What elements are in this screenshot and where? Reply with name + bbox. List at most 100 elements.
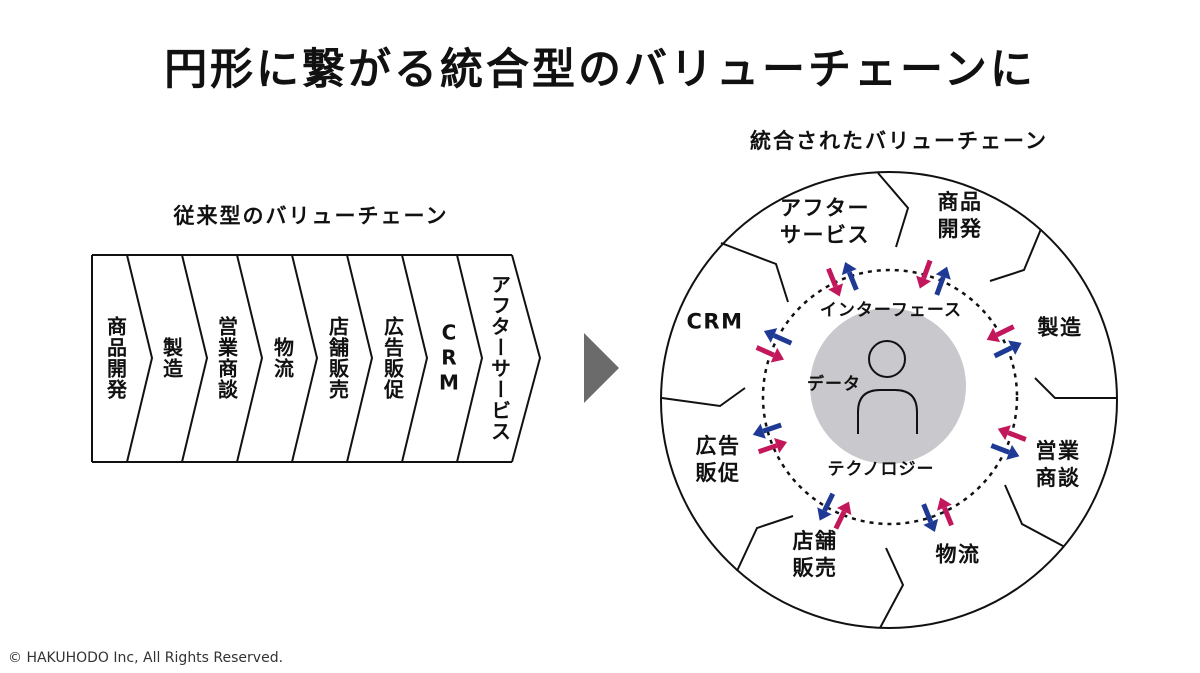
inward-arrow-icon-shaft bbox=[995, 324, 1015, 338]
stage-store-sales: 店舗販売 bbox=[325, 316, 350, 400]
segment-line: 店舗 bbox=[792, 529, 838, 553]
inward-arrow-icon-shaft bbox=[921, 259, 933, 280]
segment-line: 製造 bbox=[1037, 315, 1083, 340]
stage-after-service: アフターサービス bbox=[487, 274, 512, 442]
chevron-divider bbox=[236, 254, 264, 463]
stage-crm: CRM bbox=[437, 320, 461, 396]
segment-after-service: アフター サービス bbox=[780, 195, 870, 249]
inward-arrow-icon bbox=[826, 267, 843, 297]
outward-arrow-icon-head bbox=[1006, 444, 1020, 460]
stage-manufacturing: 製造 bbox=[159, 337, 184, 379]
outward-arrow-icon-shaft bbox=[822, 492, 836, 512]
chevron-end bbox=[511, 254, 542, 463]
inward-arrow-icon bbox=[937, 497, 954, 527]
outward-arrow-icon-shaft bbox=[846, 271, 859, 291]
data-center-circle bbox=[810, 308, 966, 464]
interface-dashed-circle bbox=[761, 268, 1019, 526]
chevron-divider bbox=[456, 254, 484, 463]
inward-arrow-icon bbox=[757, 437, 788, 455]
segment-line: 販促 bbox=[695, 461, 741, 485]
outward-arrow-icon-head bbox=[817, 507, 832, 521]
chevron-divider bbox=[346, 254, 374, 463]
ring-divider bbox=[989, 228, 1042, 282]
segment-line: CRM bbox=[686, 309, 744, 334]
inward-arrow-icon bbox=[986, 324, 1015, 343]
segment-store-sales: 店舗 販売 bbox=[793, 528, 838, 582]
ring-divider bbox=[661, 387, 746, 408]
stage-advertising: 広告販促 bbox=[380, 316, 405, 400]
inward-arrow-icon-shaft bbox=[1007, 430, 1027, 442]
inward-arrow-icon-head bbox=[937, 497, 952, 511]
outward-arrow-icon-head bbox=[923, 518, 939, 533]
inward-arrow-icon-head bbox=[770, 347, 785, 363]
outward-arrow-icon bbox=[817, 492, 836, 521]
inward-arrow-icon-head bbox=[836, 501, 852, 516]
outward-arrow-icon-shaft bbox=[762, 422, 782, 434]
ring-divider bbox=[879, 547, 905, 629]
outward-arrow-icon-shaft bbox=[993, 345, 1013, 359]
inward-arrow-icon-head bbox=[997, 425, 1011, 441]
inward-arrow-icon-head bbox=[774, 437, 788, 454]
segment-logistics: 物流 bbox=[936, 542, 981, 569]
stage-product-development: 商品開発 bbox=[103, 316, 128, 400]
outward-arrow-icon bbox=[934, 266, 951, 296]
stage-logistics: 物流 bbox=[270, 337, 295, 379]
outward-arrow-icon-head bbox=[752, 423, 766, 439]
segment-line: 開発 bbox=[937, 217, 983, 241]
ring-dividers bbox=[661, 172, 1116, 629]
segment-line: 広告 bbox=[695, 434, 741, 458]
traditional-chevron-chain bbox=[91, 254, 542, 463]
outward-arrow-icon-shaft bbox=[990, 443, 1010, 455]
outer-ring bbox=[660, 171, 1118, 629]
outward-arrow-icon-shaft bbox=[772, 333, 793, 346]
stage-sales: 営業商談 bbox=[214, 316, 239, 400]
ring-divider bbox=[720, 242, 789, 303]
inward-arrow-icon-shaft bbox=[826, 267, 838, 288]
chevron-divider bbox=[126, 254, 154, 463]
data-label: データ bbox=[807, 374, 861, 395]
integrated-title: 統合されたバリューチェーン bbox=[750, 129, 1048, 153]
ring-divider bbox=[877, 172, 910, 248]
ring-divider bbox=[1004, 484, 1064, 547]
ring-divider bbox=[736, 515, 794, 572]
inward-arrow-icon-head bbox=[986, 327, 1001, 343]
outward-arrow-icon bbox=[841, 261, 859, 291]
segment-manufacturing: 製造 bbox=[1038, 315, 1083, 342]
segment-line: サービス bbox=[780, 223, 870, 247]
inward-arrow-icon bbox=[833, 501, 852, 530]
person-head bbox=[868, 340, 906, 378]
ring-divider bbox=[1034, 377, 1116, 399]
outward-arrow-icon-shaft bbox=[921, 503, 934, 523]
segment-line: 販売 bbox=[792, 556, 838, 580]
outward-arrow-icon-shaft bbox=[934, 276, 946, 296]
outward-arrow-icon-head bbox=[935, 266, 951, 280]
chevron-divider bbox=[291, 254, 319, 463]
segment-crm: CRM bbox=[687, 309, 744, 336]
inward-arrow-icon-shaft bbox=[942, 506, 954, 527]
exchange-arrows bbox=[752, 259, 1027, 533]
outward-arrow-icon bbox=[752, 422, 782, 439]
segment-advertising: 広告 販促 bbox=[696, 433, 741, 487]
inward-arrow-icon bbox=[997, 425, 1027, 442]
inward-arrow-icon-head bbox=[916, 275, 932, 289]
inward-arrow-icon-shaft bbox=[755, 345, 775, 358]
technology-label: テクノロジー bbox=[827, 459, 935, 480]
outward-arrow-icon bbox=[993, 340, 1022, 359]
page-title: 円形に繋がる統合型のバリューチェーンに bbox=[164, 45, 1036, 95]
interface-label: インターフェース bbox=[819, 300, 963, 321]
outward-arrow-icon-head bbox=[841, 261, 857, 276]
segment-line: 商談 bbox=[1035, 466, 1081, 490]
inward-arrow-icon bbox=[755, 345, 785, 363]
person-body bbox=[857, 389, 918, 434]
inward-arrow-icon-head bbox=[828, 283, 843, 297]
outward-arrow-icon-head bbox=[763, 328, 778, 343]
person-icon bbox=[857, 340, 918, 434]
inward-arrow-icon-shaft bbox=[757, 443, 778, 455]
segment-sales: 営業 商談 bbox=[1036, 438, 1081, 492]
chevron-divider bbox=[181, 254, 209, 463]
inward-arrow-icon-shaft bbox=[833, 510, 847, 530]
segment-line: 営業 bbox=[1035, 439, 1081, 463]
inward-arrow-icon bbox=[916, 259, 933, 289]
copyright-footer: © HAKUHODO Inc, All Rights Reserved. bbox=[8, 650, 284, 666]
